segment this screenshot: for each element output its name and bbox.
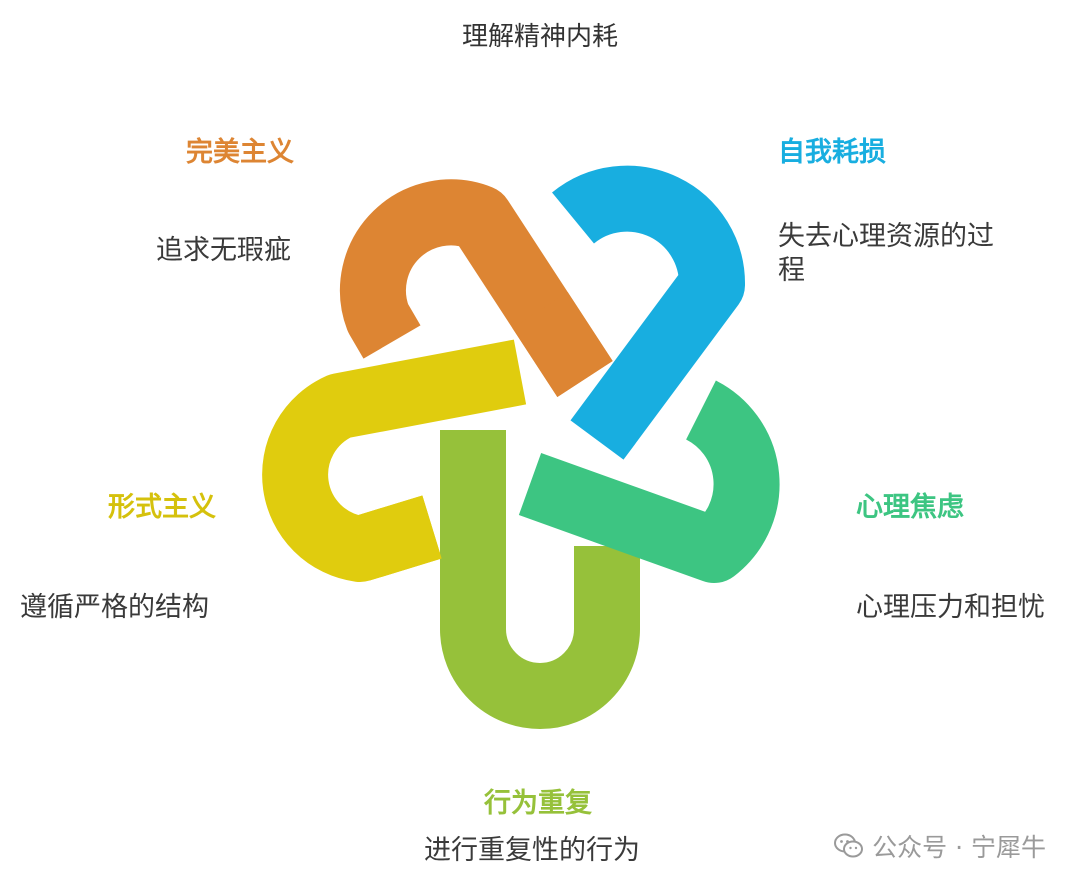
desc-perfectionism: 追求无瑕疵	[156, 235, 291, 266]
loop-repetition	[440, 430, 640, 729]
label-formalism: 形式主义	[108, 492, 216, 523]
loop-perfectionism	[339, 179, 613, 398]
label-self-depletion: 自我耗损	[778, 137, 886, 168]
desc-repetition: 进行重复性的行为	[424, 835, 640, 866]
diagram-title: 理解精神内耗	[461, 22, 618, 52]
loop-formalism	[262, 339, 527, 582]
loop-perfectionism-overlap	[512, 291, 613, 398]
desc-formalism: 遵循严格的结构	[20, 592, 209, 623]
label-anxiety: 心理焦虑	[856, 492, 964, 523]
label-repetition: 行为重复	[484, 788, 592, 819]
desc-anxiety: 心理压力和担忧	[856, 592, 1045, 623]
desc-self-depletion: 失去心理资源的过程	[778, 221, 994, 286]
watermark-text: 公众号 · 宁犀牛	[872, 833, 1046, 862]
loop-formalism-overlap	[350, 495, 442, 581]
label-perfectionism: 完美主义	[186, 137, 294, 168]
watermark: 公众号 · 宁犀牛	[834, 828, 1046, 864]
loop-anxiety	[518, 380, 780, 583]
loop-self-depletion	[552, 165, 745, 460]
wechat-icon	[834, 833, 864, 858]
